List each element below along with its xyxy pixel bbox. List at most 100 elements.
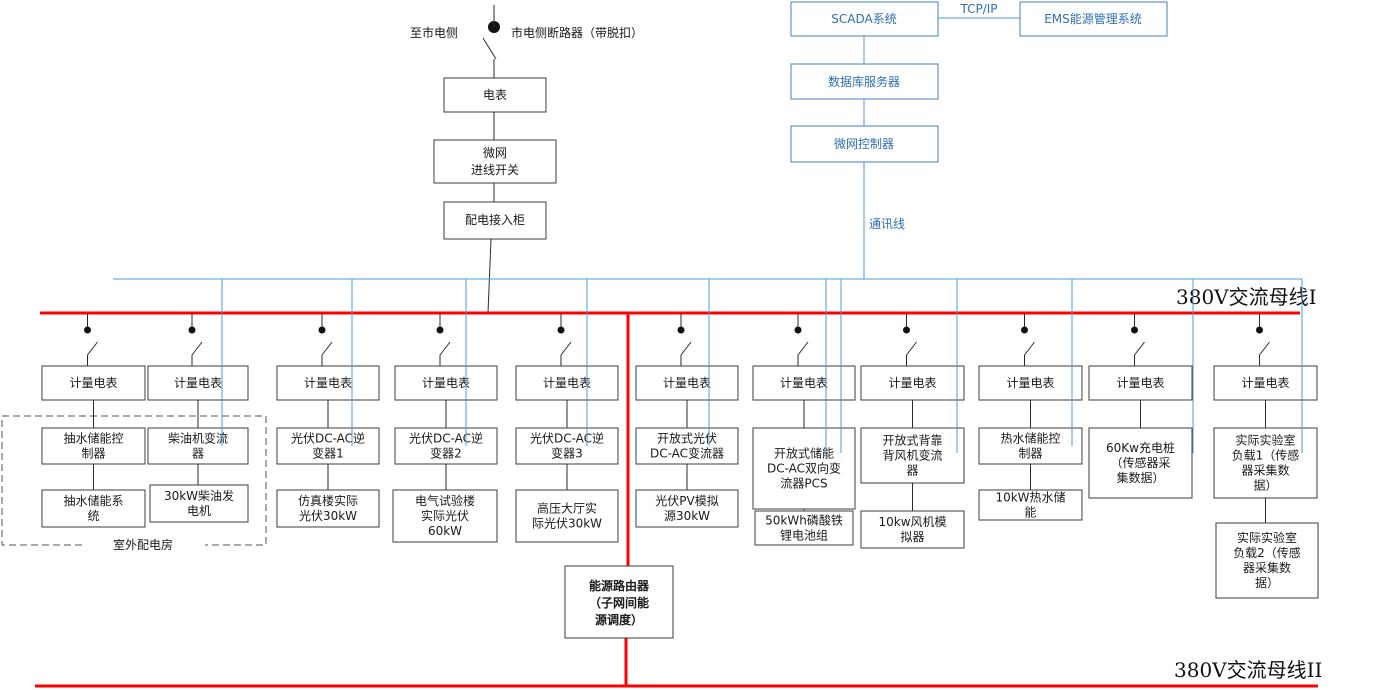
metering-meter-label: 计量电表 — [543, 376, 591, 390]
protocol-label: TCP/IP — [959, 2, 997, 16]
db-server-label: 数据库服务器 — [828, 74, 900, 89]
equipment-equip-line-1: 实际实验室 — [1237, 530, 1297, 545]
converter-device-line-2: 背风机变流 — [882, 448, 942, 463]
router-line2: （子网间能 — [589, 595, 649, 610]
converter-device-line-2: 变器3 — [551, 446, 583, 461]
metering-meter-box — [635, 365, 739, 401]
equipment-equip-line-2: 拟器 — [900, 530, 924, 544]
breaker-dot — [436, 326, 444, 334]
metering-meter-label: 计量电表 — [422, 376, 470, 390]
converter-device-line-1: 开放式背靠 — [882, 433, 942, 448]
breaker-switch — [1024, 341, 1035, 356]
metering-meter-label: 计量电表 — [663, 376, 711, 390]
equipment-box — [392, 489, 498, 543]
equipment-box — [978, 489, 1083, 521]
breaker-switch — [680, 341, 692, 356]
equipment-equip-line-1: 抽水储能系 — [63, 493, 123, 508]
cabinet-box — [443, 201, 547, 240]
ems-label: EMS能源管理系统 — [1044, 11, 1142, 26]
equipment-equip-line-1: 10kW热水储 — [995, 490, 1065, 505]
meter-box — [443, 77, 547, 113]
breaker-dot — [1256, 326, 1263, 334]
breaker-switch — [482, 37, 497, 60]
converter-box — [1088, 427, 1193, 499]
equipment-equip-line-2: 际光伏30kW — [532, 517, 602, 531]
converter-box — [1213, 427, 1318, 499]
equipment-equip-line-1: 高压大厅实 — [537, 501, 597, 516]
converter-box — [860, 427, 965, 484]
breaker-switch — [797, 341, 809, 356]
converter-device-line-1: 抽水储能控 — [63, 431, 123, 446]
metering-meter-box — [1088, 365, 1193, 401]
breaker-dot — [557, 326, 565, 334]
converter-device-line-3: 器 — [906, 464, 918, 478]
breaker-dot — [677, 326, 685, 334]
metering-meter-label: 计量电表 — [304, 376, 352, 390]
converter-device-line-2: 制器 — [1018, 447, 1042, 461]
converter-device-line-1: 实际实验室 — [1235, 433, 1295, 448]
equipment-equip-line-1: 50kWh磷酸铁 — [765, 513, 843, 528]
breaker-switch — [87, 341, 98, 356]
incoming-switch-line1: 微网 — [483, 146, 507, 160]
equipment-box — [149, 484, 249, 523]
router-line1: 能源路由器 — [589, 578, 650, 593]
converter-box — [515, 427, 619, 465]
metering-meter-label: 计量电表 — [888, 376, 936, 390]
converter-device-line-1: 开放式光伏 — [657, 431, 717, 446]
equipment-equip-line-2: 锂电池组 — [780, 528, 828, 543]
meter-label: 电表 — [483, 88, 507, 102]
converter-device-line-1: 开放式储能 — [774, 446, 834, 461]
to-grid-label: 至市电侧 — [410, 25, 458, 40]
cabinet-to-bus-line — [487, 238, 492, 314]
equipment-box — [635, 489, 739, 528]
equipment-equip-line-2: 实际光伏 — [421, 508, 469, 523]
controller-label: 微网控制器 — [834, 137, 894, 151]
equipment-box — [754, 510, 854, 546]
metering-meter-box — [515, 365, 619, 401]
router-line3: 源调度） — [595, 612, 643, 627]
converter-box — [978, 427, 1083, 465]
metering-meter-box — [860, 365, 965, 401]
converter-device-line-1: 热水储能控 — [1000, 431, 1060, 446]
metering-meter-box — [752, 365, 856, 401]
router-box — [564, 565, 674, 639]
converter-device-line-1: 柴油机变流 — [168, 431, 228, 446]
breaker-dot — [84, 326, 91, 334]
breaker-switch — [560, 341, 572, 356]
converter-device-line-1: 光伏DC-AC逆 — [291, 431, 365, 446]
outdoor-room: 室外配电房 — [1, 415, 267, 552]
converter-device-line-2: （传感器采 — [1110, 455, 1170, 470]
equipment-equip-line-2: 能 — [1024, 506, 1036, 520]
breaker-dot — [1131, 326, 1138, 334]
converter-device-line-1: 60Kw充电桩 — [1106, 440, 1175, 455]
converter-box — [635, 427, 739, 465]
equipment-equip-line-1: 仿真楼实际 — [298, 493, 358, 508]
equipment-box — [515, 489, 619, 543]
converter-device-line-2: DC-AC双向变 — [767, 461, 841, 476]
metering-meter-box — [978, 365, 1083, 401]
cabinet-label: 配电接入柜 — [465, 212, 525, 227]
converter-box — [147, 427, 249, 465]
breaker-switch — [191, 341, 203, 356]
breaker-label: 市电侧断路器（带脱扣） — [511, 25, 643, 40]
equipment-box — [1215, 522, 1319, 599]
bus-1-label: 380V交流母线I — [1176, 285, 1317, 309]
equipment-equip-line-1: 10kw风机模 — [878, 515, 946, 529]
equipment-box — [276, 489, 380, 528]
breaker-switch — [439, 341, 451, 356]
breaker-dot — [188, 326, 196, 334]
breaker-dot — [318, 326, 326, 334]
bus-2-label: 380V交流母线II — [1174, 658, 1322, 682]
feeder-branches: 计量电表抽水储能控制器抽水储能系统计量电表柴油机变流器30kW柴油发电机计量电表… — [41, 279, 1319, 599]
equipment-equip-line-2: 源30kW — [664, 509, 710, 523]
equipment-equip-line-2: 统 — [87, 509, 99, 523]
incoming-switch-box — [433, 139, 557, 184]
metering-meter-label: 计量电表 — [1241, 376, 1289, 390]
